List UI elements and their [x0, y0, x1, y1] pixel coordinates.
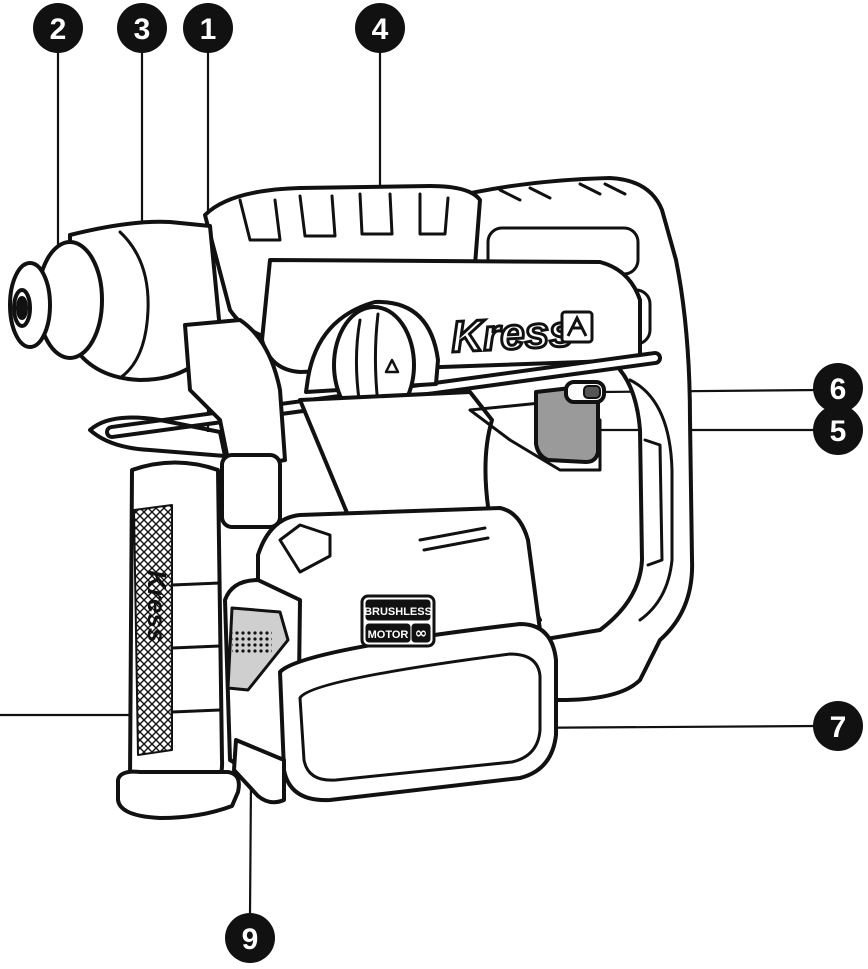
- grip-panel: [643, 438, 664, 567]
- chuck-assembly: [8, 219, 222, 382]
- bit-socket-inner: [16, 296, 28, 320]
- battery-base: [232, 738, 286, 805]
- rear-handle-inner: [628, 378, 674, 622]
- callout-6: 6: [813, 363, 863, 413]
- brushless-badge: [360, 594, 436, 648]
- callout-4: 4: [355, 3, 405, 53]
- dial-arrow-icon: [384, 358, 400, 374]
- battery-vent: [418, 526, 490, 552]
- battery-latch-left: [278, 523, 332, 574]
- svg-text:5: 5: [830, 415, 847, 448]
- callout-5: 5: [813, 405, 863, 455]
- clamp-knob: [220, 453, 282, 529]
- badge-line1: BRUSHLESS: [364, 606, 432, 618]
- svg-text:3: 3: [134, 13, 151, 46]
- badge-line2: MOTOR: [368, 629, 409, 641]
- infinity-icon: ∞: [415, 624, 428, 642]
- callout-markers: 1 2 3 4 5 6 7 9: [33, 3, 863, 963]
- badge-line1-box: [365, 599, 431, 621]
- aux-handle-clamp: [183, 318, 287, 472]
- direction-switch-tab: [583, 385, 601, 399]
- aux-handle-foot: [116, 769, 241, 820]
- callout-3: 3: [117, 3, 167, 53]
- aux-handle-knurl: [133, 504, 173, 756]
- auxiliary-handle: [88, 415, 241, 820]
- badge-line2-box: [365, 623, 411, 643]
- brand-mark-icon: [560, 310, 594, 344]
- svg-text:7: 7: [830, 711, 847, 744]
- aux-handle-rings: [170, 581, 222, 714]
- svg-text:9: 9: [242, 923, 259, 956]
- brand-logo: Kress: [450, 307, 575, 362]
- svg-text:6: 6: [830, 373, 847, 406]
- battery-grip-dots: [232, 630, 272, 654]
- svg-text:1: 1: [200, 13, 217, 46]
- infinity-icon-box: [411, 623, 431, 643]
- callout-9: 9: [225, 913, 275, 963]
- callout-7: 7: [813, 701, 863, 751]
- aux-handle-ring: [88, 415, 227, 458]
- chuck-sleeve-line: [118, 230, 150, 380]
- handle-logo: Kress: [142, 570, 172, 642]
- callout-1: 1: [183, 3, 233, 53]
- battery-front-panel: [298, 652, 542, 782]
- callout-2: 2: [33, 3, 83, 53]
- tool-illustration: [8, 176, 695, 820]
- svg-text:4: 4: [372, 13, 389, 46]
- svg-text:2: 2: [50, 13, 67, 46]
- battery-pack: [223, 506, 558, 805]
- cooling-fins: [238, 182, 627, 242]
- battery-front: [278, 622, 558, 803]
